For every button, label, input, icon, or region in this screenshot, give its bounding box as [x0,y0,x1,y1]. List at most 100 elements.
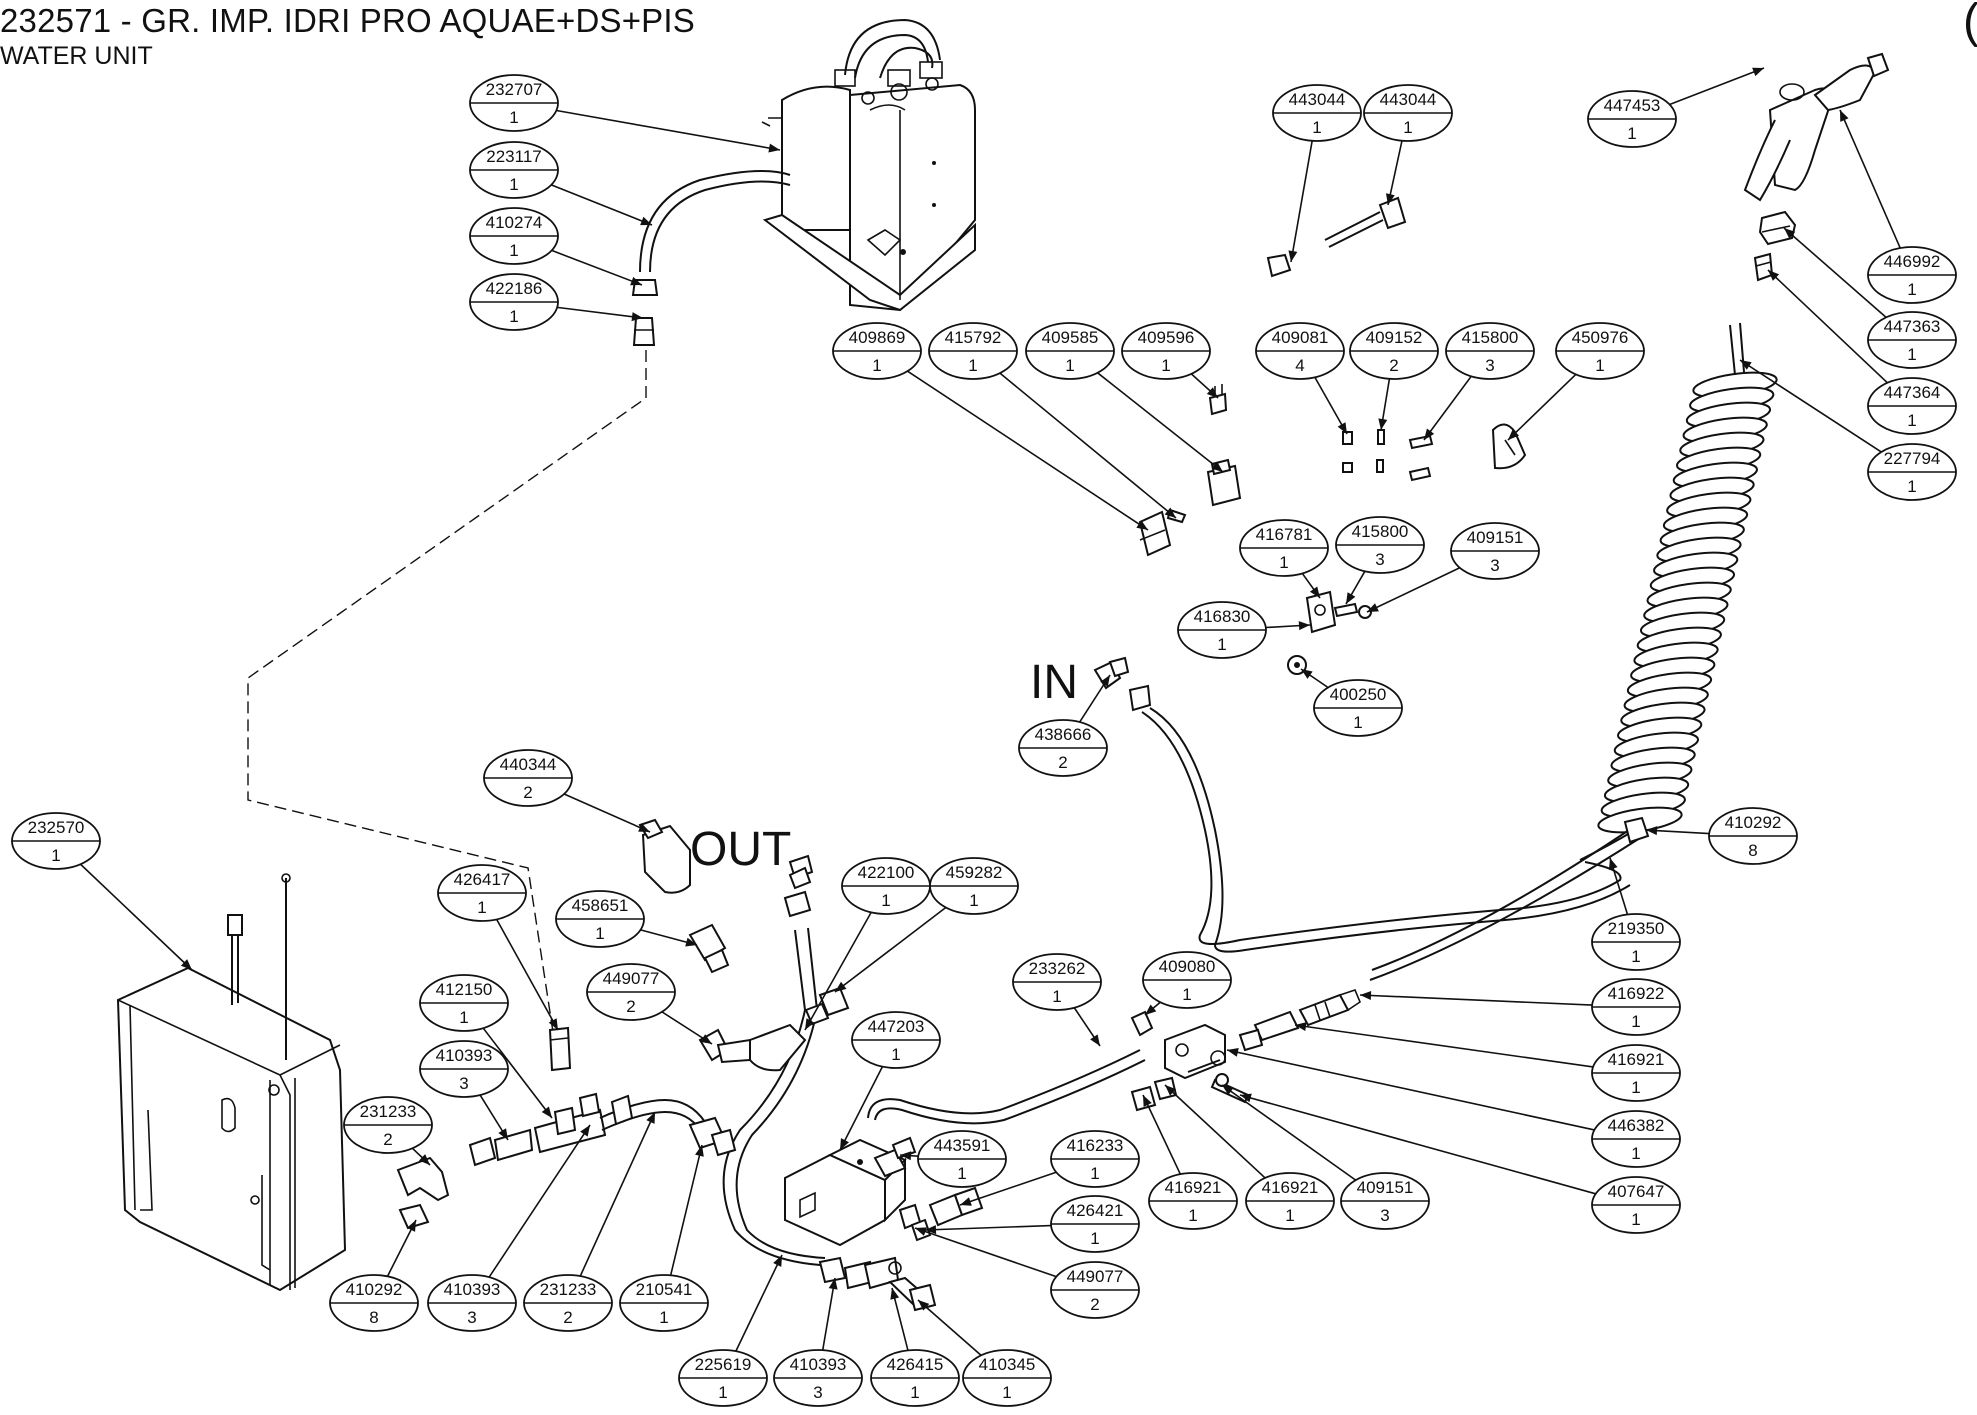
callout-part-number: 409151 [1357,1178,1414,1197]
leader-arrowhead [498,1128,508,1140]
callout-quantity: 3 [1485,356,1494,375]
coiled-hose-227794 [1597,371,1778,834]
leader-arrowhead [1298,621,1310,631]
bracket-409869 [1138,510,1172,557]
callout-part-number: 422186 [486,279,543,298]
callout-part-number: 416830 [1194,607,1251,626]
callout-quantity: 1 [968,356,977,375]
clamp-410292-right [1623,816,1650,844]
fitting-210541 [688,1116,737,1157]
leader-line [556,109,781,151]
leader-arrowhead [1378,418,1388,430]
callout-quantity: 1 [1353,713,1362,732]
fitting-416233 [928,1186,984,1227]
leader-arrowhead [1840,110,1849,122]
leader-arrowhead [1367,603,1379,612]
quick-coupling-416922 [1298,989,1361,1027]
callout-quantity: 1 [1631,1078,1640,1097]
tee-412150 [533,1092,607,1154]
small-screws [1342,429,1434,482]
callout-quantity: 1 [718,1383,727,1402]
bracket-416781 [1305,590,1372,634]
leader-arrowhead [1508,429,1520,440]
leader-arrowhead [840,1138,850,1150]
leader-line [579,1111,656,1277]
leader-arrowhead [1360,990,1372,1000]
leader-arrowhead [900,1151,912,1161]
callout-part-number: 449077 [603,969,660,988]
callout-quantity: 4 [1295,356,1304,375]
callout-quantity: 1 [1217,635,1226,654]
callout-part-number: 409081 [1272,328,1329,347]
callout-part-number: 450976 [1572,328,1629,347]
callout-quantity: 2 [383,1130,392,1149]
diagram-title: 232571 - GR. IMP. IDRI PRO AQUAE+DS+PIS [0,2,695,39]
sensor-440344 [638,818,691,894]
leader-line [959,1171,1057,1206]
leader-line [669,1144,703,1276]
callout-quantity: 1 [1631,947,1640,966]
leader-arrowhead [418,1154,430,1165]
callout-part-number: 410292 [346,1280,403,1299]
leader-arrowhead [1136,520,1148,530]
callout-part-number: 426421 [1067,1201,1124,1220]
leader-line [1097,372,1224,473]
callout-part-number: 210541 [636,1280,693,1299]
leader-arrowhead [1222,1085,1234,1096]
callout-part-number: 459282 [946,863,1003,882]
callout-quantity: 1 [1090,1164,1099,1183]
elbow-fitting-438666 [1093,656,1152,712]
callout-quantity: 1 [1631,1012,1640,1031]
fitting-422186 [632,317,656,346]
leader-line [557,306,644,319]
callout-part-number: 409869 [849,328,906,347]
fuse-409596 [1208,384,1228,416]
callout-part-number: 233262 [1029,959,1086,978]
callout-part-number: 227794 [1884,449,1941,468]
nipple-426417 [548,1026,572,1072]
leader-line [563,793,651,833]
callout-part-number: 416921 [1608,1050,1665,1069]
callout-quantity: 1 [881,891,890,910]
callout-part-number: 410274 [486,213,543,232]
leader-line [495,919,559,1031]
leader-arrowhead [915,1227,927,1236]
callout-part-number: 426417 [454,870,511,889]
callout-quantity: 1 [1907,280,1916,299]
coupling-447363 [1758,210,1797,246]
callout-part-number: 232707 [486,80,543,99]
leader-arrowhead [1646,826,1658,836]
leader-arrowhead [180,959,192,970]
callout-quantity: 1 [1312,118,1321,137]
callout-part-number: 416922 [1608,984,1665,1003]
callout-quantity: 1 [1631,1144,1640,1163]
callout-quantity: 8 [1748,841,1757,860]
leader-line [488,1124,591,1278]
callout-part-number: 447203 [868,1017,925,1036]
leader-arrowhead [1740,360,1752,370]
callout-quantity: 1 [1285,1206,1294,1225]
callout-part-number: 409152 [1366,328,1423,347]
leader-line [482,1027,553,1119]
callout-quantity: 1 [1182,985,1191,1004]
leader-line [1366,567,1461,613]
leader-arrowhead [630,276,642,286]
leader-line [1507,373,1577,441]
callout-quantity: 1 [51,846,60,865]
leader-arrowhead [1385,193,1395,205]
leader-line [1767,269,1888,384]
callout-quantity: 1 [1907,477,1916,496]
